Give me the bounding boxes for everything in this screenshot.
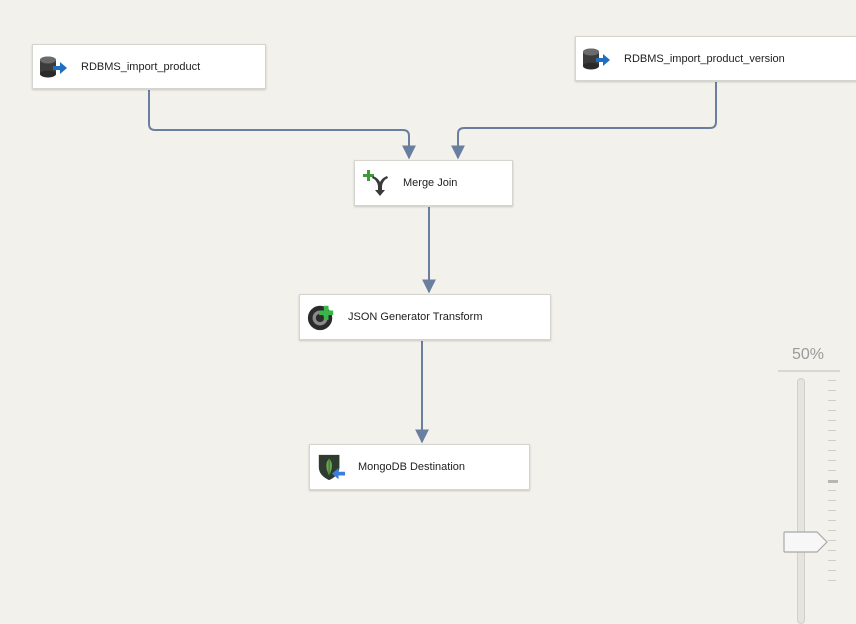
zoom-tick [828, 410, 836, 411]
zoom-tick [828, 520, 836, 521]
zoom-tick [828, 380, 836, 381]
node-label: RDBMS_import_product [81, 60, 201, 73]
zoom-tick [828, 390, 836, 391]
database-source-icon [39, 52, 69, 82]
zoom-tick [828, 400, 836, 401]
zoom-tick [828, 480, 838, 483]
zoom-tick [828, 540, 836, 541]
zoom-slider-track[interactable] [797, 378, 805, 624]
zoom-level-label: 50% [791, 346, 825, 363]
zoom-tick [828, 530, 836, 531]
zoom-tick [828, 430, 836, 431]
design-canvas[interactable]: RDBMS_import_product RDBMS_import_produc… [0, 0, 856, 584]
zoom-tick [828, 510, 836, 511]
node-rdbms-import-product[interactable]: RDBMS_import_product [32, 44, 266, 89]
zoom-tick [828, 570, 836, 571]
zoom-separator [778, 370, 840, 372]
zoom-tick [828, 500, 836, 501]
zoom-tick [828, 420, 836, 421]
json-generator-icon [306, 302, 336, 332]
zoom-tick [828, 470, 836, 471]
zoom-tick [828, 490, 836, 491]
zoom-tick [828, 560, 836, 561]
node-json-generator-transform[interactable]: JSON Generator Transform [299, 294, 551, 340]
mongodb-destination-icon [316, 452, 346, 482]
node-merge-join[interactable]: Merge Join [354, 160, 513, 206]
zoom-control: 50% [776, 340, 856, 624]
node-label: MongoDB Destination [358, 461, 466, 473]
node-mongodb-destination[interactable]: MongoDB Destination [309, 444, 530, 490]
merge-join-icon [361, 168, 391, 198]
connector-version-to-merge[interactable] [451, 82, 717, 160]
zoom-tick [828, 550, 836, 551]
connector-product-to-merge[interactable] [148, 90, 416, 160]
database-source-icon [582, 44, 612, 74]
node-rdbms-import-product-version[interactable]: RDBMS_import_product_version [575, 36, 856, 81]
node-label: JSON Generator Transform [348, 311, 483, 323]
zoom-tick [828, 450, 836, 451]
zoom-tick [828, 460, 836, 461]
zoom-slider-thumb[interactable] [783, 531, 829, 553]
zoom-ticks [828, 380, 838, 584]
node-label: RDBMS_import_product_version [624, 52, 785, 65]
node-label: Merge Join [403, 177, 458, 189]
zoom-tick [828, 580, 836, 581]
zoom-tick [828, 440, 836, 441]
